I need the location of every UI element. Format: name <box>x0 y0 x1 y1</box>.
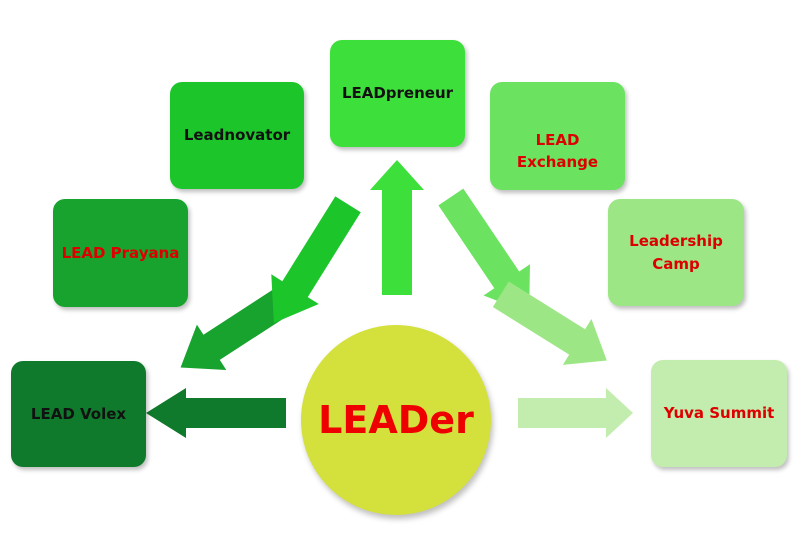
node-leadpreneur: LEADpreneur <box>330 40 465 147</box>
node-label-line2: Exchange <box>516 153 599 171</box>
arrow-to-leadership-camp <box>492 281 607 365</box>
node-label: LEADpreneur <box>341 84 454 102</box>
node-lead-volex: LEAD Volex <box>11 361 146 467</box>
node-label-line1: LEAD <box>535 130 580 149</box>
node-label: Leadnovator <box>183 126 291 145</box>
node-lead-prayana: LEAD Prayana <box>53 199 188 307</box>
arrow-to-lead-exchange <box>438 188 530 314</box>
node-leadnovator: Leadnovator <box>170 82 304 189</box>
node-lead-exchange: LEAD Exchange <box>490 82 625 190</box>
node-label: LEAD Prayana <box>61 243 180 262</box>
node-yuva-summit: Yuva Summit <box>651 360 787 467</box>
node-label-line2: Camp <box>652 254 700 273</box>
node-label-line1: Leadership <box>629 232 723 250</box>
arrow-to-leadnovator <box>271 196 361 324</box>
node-label: LEAD Volex <box>30 404 127 423</box>
hub-circle-leader: LEADer <box>301 325 491 515</box>
node-label: Yuva Summit <box>663 404 775 423</box>
arrow-to-leadpreneur <box>370 160 424 295</box>
arrow-to-lead-volex <box>146 388 286 438</box>
arrow-to-yuva-summit <box>518 388 633 438</box>
hub-label: LEADer <box>318 398 474 442</box>
node-leadership-camp: Leadership Camp <box>608 199 744 306</box>
